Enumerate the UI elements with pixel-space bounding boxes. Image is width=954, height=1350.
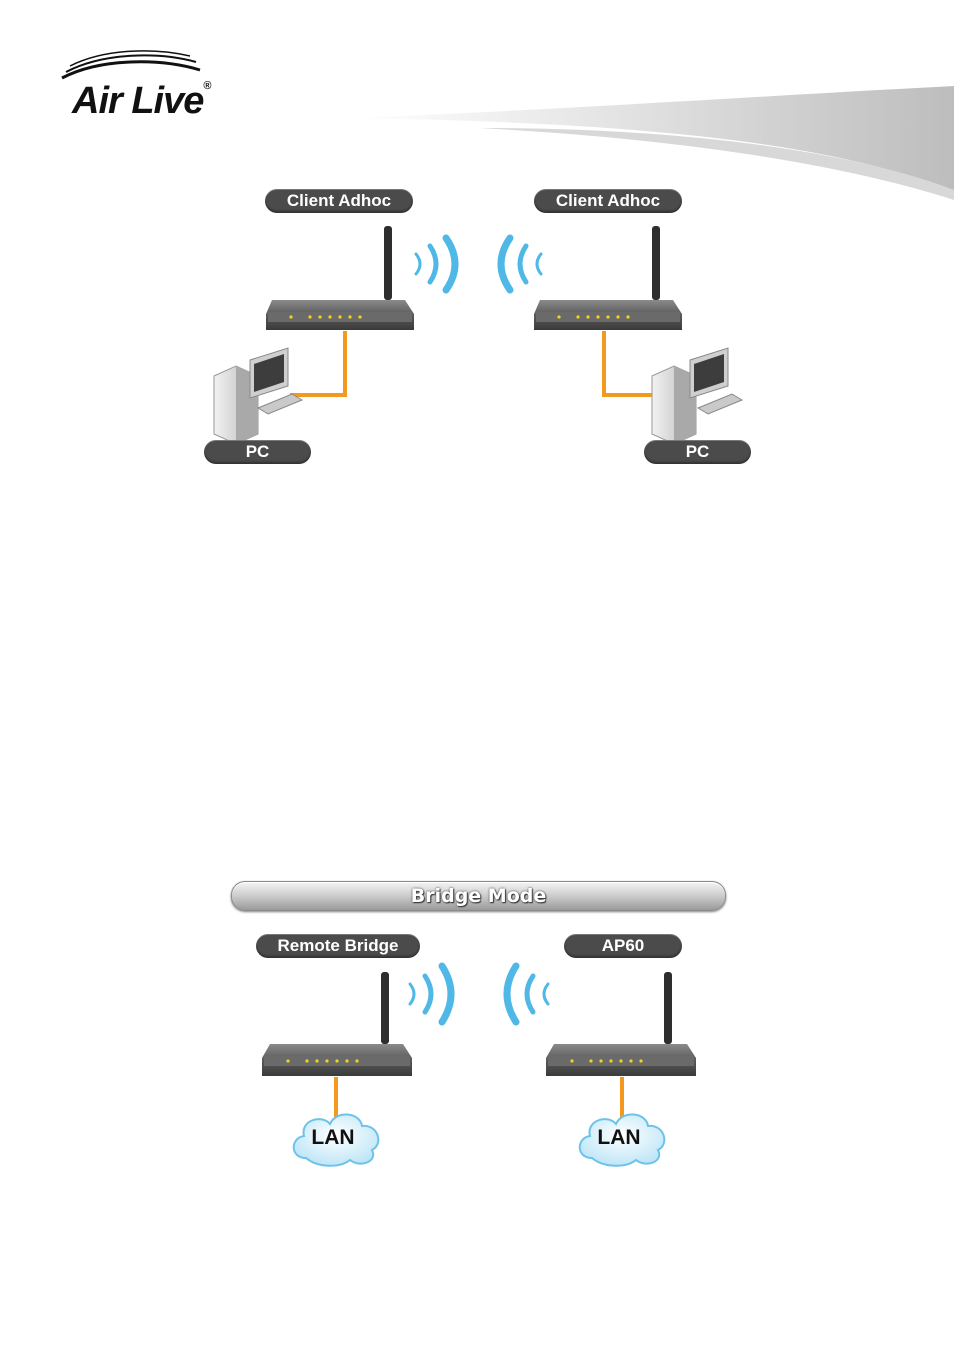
label-lan-right: LAN (579, 1126, 659, 1150)
cable-left-top (290, 331, 345, 395)
router-right-top (534, 226, 682, 330)
router-right-bridge (546, 972, 696, 1076)
bridge-mode-banner: Bridge Mode (231, 881, 726, 911)
label-ap60: AP60 (564, 934, 682, 958)
router-left-bridge (262, 972, 412, 1076)
label-remote-bridge: Remote Bridge (256, 934, 420, 958)
label-lan-left: LAN (293, 1126, 373, 1150)
label-pc-right: PC (644, 440, 751, 464)
wireless-waves-bridge-right-icon (507, 966, 548, 1022)
router-left-top (266, 226, 414, 330)
wireless-waves-top-right-icon (501, 238, 541, 290)
pc-right-icon (652, 348, 742, 444)
pc-left-icon (214, 348, 302, 444)
label-pc-left: PC (204, 440, 311, 464)
label-client-adhoc-right: Client Adhoc (534, 189, 682, 213)
bridge-mode-title: Bridge Mode (232, 882, 725, 910)
wireless-waves-top-left-icon (416, 238, 455, 290)
wireless-waves-bridge-left-icon (410, 966, 451, 1022)
label-client-adhoc-left: Client Adhoc (265, 189, 413, 213)
cable-right-top (604, 331, 655, 395)
